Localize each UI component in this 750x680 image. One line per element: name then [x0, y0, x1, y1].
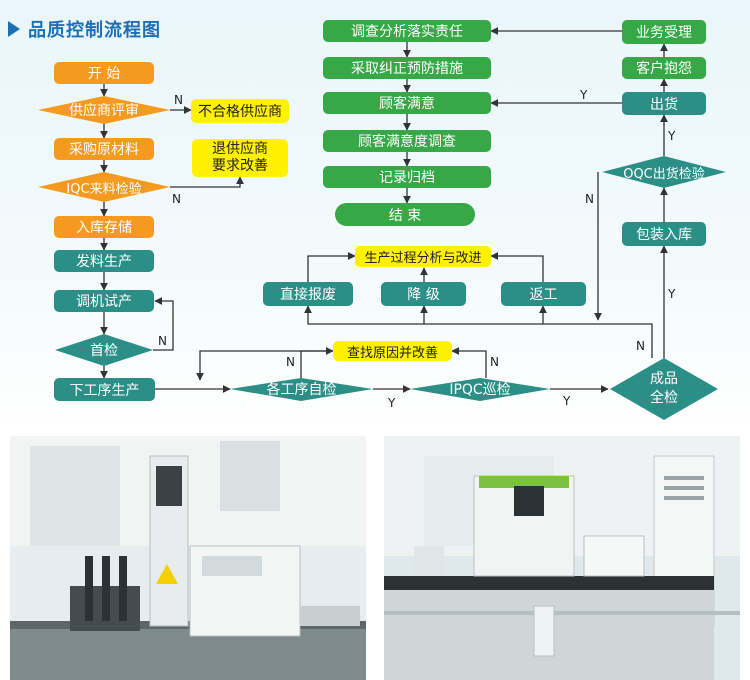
- start-node: 开 始: [54, 62, 154, 84]
- lab-photo-left: [10, 436, 366, 680]
- oqc-label: OQC出货检验: [623, 166, 705, 182]
- label-n-ipqc: N: [490, 355, 499, 369]
- label-n-first: N: [158, 334, 167, 348]
- satisfaction-node: 顾客满意: [323, 92, 491, 114]
- end-node: 结 束: [335, 203, 475, 226]
- first-inspection-diamond: [55, 334, 153, 366]
- process-analysis-box: 生产过程分析与改进: [355, 246, 491, 267]
- connector-lines: [38, 27, 726, 420]
- label-y-shipment: Y: [580, 88, 588, 102]
- oqc-diamond: [602, 156, 726, 188]
- label-y-self: Y: [388, 396, 396, 410]
- survey-node: 顾客满意度调查: [323, 130, 491, 152]
- next-process-node: 下工序生产: [54, 378, 155, 401]
- photo-strip: [0, 436, 750, 680]
- label-n-iqc: N: [172, 192, 181, 206]
- investigate-node: 调查分析落实责任: [323, 20, 491, 42]
- corrective-node: 采取纠正预防措施: [323, 57, 491, 79]
- warehouse-node: 入库存储: [54, 216, 154, 238]
- record-node: 记录归档: [323, 166, 491, 188]
- lab-photo-right: [384, 436, 740, 680]
- complaint-node: 客户抱怨: [622, 57, 706, 79]
- first-inspection-label: 首检: [90, 343, 118, 359]
- final-inspection-diamond: [610, 358, 718, 420]
- label-y-ipqc: Y: [563, 394, 571, 408]
- order-node: 业务受理: [622, 20, 706, 44]
- label-n-final: N: [636, 339, 645, 353]
- label-n-supplier: N: [174, 93, 183, 107]
- unqualified-supplier-box: 不合格供应商: [191, 99, 289, 123]
- triangle-bullet-icon: [8, 21, 20, 37]
- find-cause-box: 查找原因并改善: [333, 341, 452, 361]
- iqc-label: IQC来料检验: [66, 181, 142, 197]
- purchase-node: 采购原材料: [54, 138, 154, 160]
- iqc-diamond: [38, 172, 170, 202]
- rework-node: 返工: [501, 282, 586, 306]
- flowchart-area: 品质控制流程图: [0, 0, 750, 430]
- downgrade-node: 降 级: [381, 282, 466, 306]
- self-inspection-diamond: [230, 378, 373, 401]
- title-row: 品质控制流程图: [8, 14, 161, 44]
- self-inspection-label: 各工序自检: [266, 382, 337, 398]
- issue-production-node: 发料生产: [54, 250, 154, 272]
- label-n-oqc: N: [585, 192, 594, 206]
- label-y-oqc: Y: [668, 129, 676, 143]
- supplier-review-label: 供应商评审: [69, 103, 139, 119]
- return-supplier-box: 退供应商 要求改善: [192, 139, 288, 177]
- ipqc-label: IPQC巡检: [449, 382, 511, 398]
- label-y-final: Y: [668, 287, 676, 301]
- final-inspection-line1: 成品: [650, 371, 678, 387]
- direct-scrap-node: 直接报废: [263, 282, 353, 306]
- shipment-node: 出货: [622, 92, 706, 115]
- label-n-self: N: [286, 355, 295, 369]
- packing-node: 包装入库: [622, 222, 706, 246]
- trial-run-node: 调机试产: [54, 290, 154, 312]
- page-title: 品质控制流程图: [28, 20, 161, 41]
- final-inspection-label: 成品 全检: [622, 370, 706, 408]
- final-inspection-line2: 全检: [650, 390, 678, 406]
- ipqc-diamond: [410, 378, 550, 401]
- supplier-review-diamond: [38, 96, 170, 124]
